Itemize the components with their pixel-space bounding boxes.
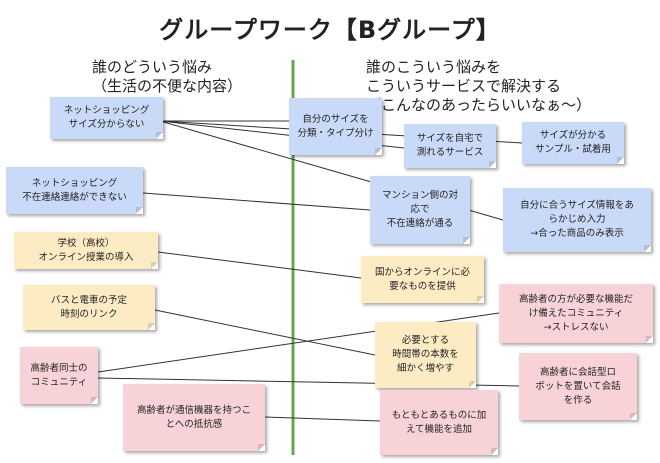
solution-note-s3: サイズが分かる サンプル・試着用 xyxy=(522,122,624,164)
problem-note-p1: ネットショッピング サイズ分からない xyxy=(50,97,163,139)
problem-note-p4: バスと電車の予定 時刻のリンク xyxy=(23,285,155,330)
left-column-header: 誰のどういう悩み （生活の不便な内容） xyxy=(92,58,242,96)
right-column-header: 誰のこういう悩みを こういうサービスで解決する （こんなのあったらいいなぁ～） xyxy=(366,58,591,115)
connector-p3-s6 xyxy=(157,251,362,279)
connector-p2-s4 xyxy=(142,192,371,211)
left-header-line-2: （生活の不便な内容） xyxy=(92,77,243,95)
page-title: グループワーク【Bグループ】 xyxy=(159,16,501,44)
solution-note-s1: 自分のサイズを 分類・タイプ分け xyxy=(289,98,382,155)
solution-note-s4: マンション側の対 応で 不在連絡が通る xyxy=(370,176,470,244)
problem-note-p6: 高齢者が通信機器を持つこ とへの抵抗感 xyxy=(123,384,265,451)
connector-p4-s8 xyxy=(154,309,376,356)
solution-note-s10: もともとあるものに加 えて機能を追加 xyxy=(380,390,498,455)
right-header-line-2: こういうサービスで解決する xyxy=(366,77,562,95)
right-header-line-1: 誰のこういう悩みを xyxy=(366,58,502,76)
solution-note-s2: サイズを自宅で 測れるサービス xyxy=(404,124,496,168)
solution-note-s7: 高齢者の方が必要な機能だ け備えたコミュニティ →ストレスない xyxy=(499,284,653,343)
problem-note-p3: 学校（高校） オンライン授業の導入 xyxy=(14,232,158,269)
solution-note-s6: 国からオンラインに必 要なものを提供 xyxy=(361,256,484,303)
connector-p6-s10 xyxy=(264,416,381,422)
problem-note-p2: ネットショッピング 不在連絡連絡ができない xyxy=(6,167,143,214)
left-header-line-1: 誰のどういう悩み xyxy=(92,58,213,76)
solution-note-s9: 高齢者に会話型ロ ボットを置いて会話 を作る xyxy=(519,353,637,420)
right-header-line-3: （こんなのあったらいいなぁ～） xyxy=(366,96,592,114)
solution-note-s8: 必要とする 時間帯の本数を 細かく増やす xyxy=(375,322,476,388)
problem-note-p5: 高齢者同士の コミュニティ xyxy=(20,347,98,404)
solution-note-s5: 自分に合うサイズ情報をあ らかじめ入力 →合った商品のみ表示 xyxy=(503,188,651,252)
